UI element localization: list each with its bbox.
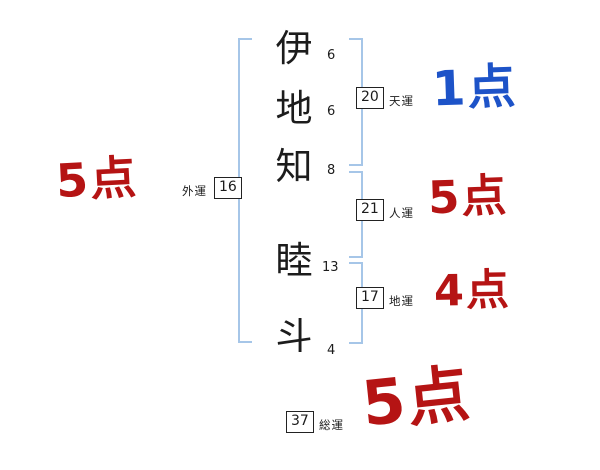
chiun-label: 地運 — [389, 294, 414, 308]
stroke-count-5: 4 — [327, 343, 336, 358]
stroke-count-2: 6 — [327, 104, 336, 119]
soun-score: 5点 — [358, 356, 475, 441]
jinun-value-box: 21 — [356, 199, 384, 221]
stroke-count-4: 13 — [322, 260, 339, 275]
name-char-5: 斗 — [275, 315, 313, 358]
chiun-value-box: 17 — [356, 287, 384, 309]
soun-value-box: 37 — [286, 411, 314, 433]
gaiun-value-box: 16 — [214, 177, 242, 199]
stroke-count-3: 8 — [327, 163, 336, 178]
jinun-label: 人運 — [389, 206, 414, 220]
tenun-score: 1点 — [431, 58, 519, 118]
tenun-value-box: 20 — [356, 87, 384, 109]
name-char-4: 睦 — [275, 239, 313, 282]
gaiun-score: 5点 — [54, 149, 140, 209]
chiun-score: 4点 — [433, 265, 512, 317]
jinun-score: 5点 — [427, 168, 510, 225]
gaiun-label: 外運 — [182, 184, 207, 198]
soun-label: 総運 — [319, 418, 344, 432]
name-char-3: 知 — [275, 145, 313, 188]
name-char-1: 伊 — [275, 27, 313, 70]
tenun-label: 天運 — [389, 94, 414, 108]
stroke-count-1: 6 — [327, 48, 336, 63]
name-char-2: 地 — [275, 87, 313, 130]
